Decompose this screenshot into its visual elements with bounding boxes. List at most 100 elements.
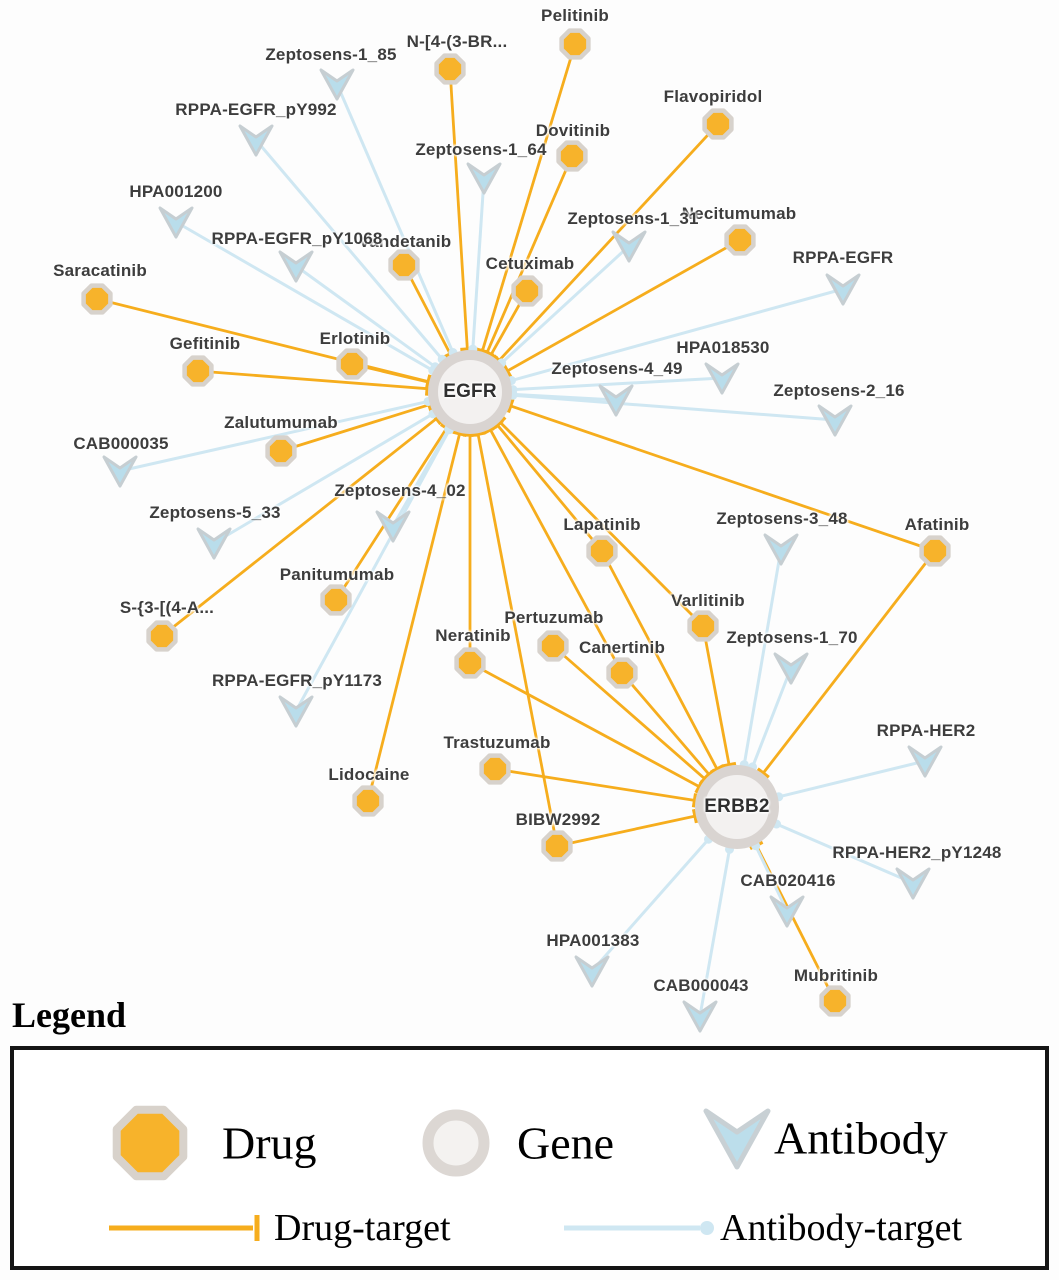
node-zalutumumab[interactable] [265,435,297,467]
antibody-chevron-icon [375,510,411,543]
legend-title: Legend [12,995,127,1035]
node-hpa018530[interactable] [704,362,740,395]
node-cab000043[interactable] [682,1000,718,1033]
node-bibw2992[interactable] [541,830,573,862]
node-hpa001383[interactable] [574,955,610,988]
antibody-target-edge-rppa-egfr-py1173 [294,429,451,712]
node-zeptosens-1-64[interactable] [466,162,502,195]
node-gefitinib[interactable] [182,355,214,387]
node-hpa001200[interactable] [158,206,194,239]
drug-octagon-icon [556,140,588,172]
antibody-target-edge-hpa018530 [512,376,723,392]
node-egfr[interactable] [428,350,512,434]
antibody-chevron-icon [238,124,274,157]
drug-target-edge-n-4-3-br [448,68,469,350]
drug-octagon-icon [479,753,511,785]
drug-target-edge-neratinib [469,661,700,788]
node-flavopiridol[interactable] [702,108,734,140]
drug-octagon-icon [81,283,113,315]
inhibition-tick-icon [698,772,711,786]
node-zeptosens-1-85[interactable] [319,68,355,101]
node-erbb2[interactable] [695,765,779,849]
node-cab020416[interactable] [769,895,805,928]
antibody-chevron-icon [703,1108,771,1170]
drug-target-edge-bibw2992 [556,814,696,848]
node-rppa-egfr[interactable] [825,273,861,306]
node-dovitinib[interactable] [556,140,588,172]
node-rppa-egfr-py992[interactable] [238,124,274,157]
node-rppa-egfr-py1068[interactable] [278,250,314,283]
antibody-target-edge-zeptosens-5-33 [213,412,434,545]
drug-octagon-icon [336,348,368,380]
node-afatinib[interactable] [919,535,951,567]
node-zeptosens-4-02[interactable] [375,510,411,543]
drug-target-edge-lapatinib [496,424,604,552]
node-saracatinib[interactable] [81,283,113,315]
drug-target-edge-canertinib [620,672,711,776]
antibody-chevron-icon [319,68,355,101]
drug-target-edge-zalutumumab [280,403,430,453]
drug-octagon-icon [919,535,951,567]
drug-octagon-icon [352,785,384,817]
node-varlitinib[interactable] [687,610,719,642]
antibody-chevron-icon [817,404,853,437]
drug-octagon-icon [559,28,591,60]
antibody-chevron-icon [158,206,194,239]
node-trastuzumab[interactable] [479,753,511,785]
node-n-4-3-br[interactable] [434,53,466,85]
antibody-target-edge-hpa001200 [175,220,434,372]
node-canertinib[interactable] [606,657,638,689]
node-erlotinib[interactable] [336,348,368,380]
antibody-chevron-icon [895,867,931,900]
node-rppa-her2-py1248[interactable] [895,867,931,900]
node-s-3-4-a[interactable] [146,620,178,652]
node-lidocaine[interactable] [352,785,384,817]
node-cetuximab[interactable] [511,275,543,307]
antibody-target-edge-zeptosens-2-16 [512,393,836,422]
node-zeptosens-4-49[interactable] [598,384,634,417]
drug-target-edge-varlitinib [701,625,731,765]
antibody-target-edge-zeptosens-1-31 [500,244,631,365]
legend-glyphs [109,1105,771,1241]
antibody-chevron-icon [196,527,232,560]
drug-octagon-icon [112,1105,188,1181]
node-lapatinib[interactable] [586,535,618,567]
drug-octagon-icon [265,435,297,467]
node-zeptosens-3-48[interactable] [763,533,799,566]
node-zeptosens-1-70[interactable] [773,652,809,685]
legend-item-drug-target: Drug-target [274,1207,451,1249]
antibody-target-dot-icon [700,1221,714,1235]
node-zeptosens-2-16[interactable] [817,404,853,437]
node-pelitinib[interactable] [559,28,591,60]
node-rppa-her2[interactable] [907,745,943,778]
inhibition-tick-icon [424,374,432,390]
node-neratinib[interactable] [454,647,486,679]
node-zeptosens-5-33[interactable] [196,527,232,560]
antibody-target-edge-rppa-her2-py1248 [775,822,914,885]
gene-circle-icon [695,765,779,849]
inhibition-tick-icon [502,364,513,378]
inhibition-tick-icon [691,793,698,808]
graph-canvas [81,28,951,1033]
node-mubritinib[interactable] [819,985,851,1017]
inhibition-tick-icon [506,398,515,414]
antibody-chevron-icon [102,455,138,488]
drug-octagon-icon [320,584,352,616]
node-vandetanib[interactable] [388,249,420,281]
antibody-chevron-icon [769,895,805,928]
node-rppa-egfr-py1173[interactable] [278,695,314,728]
antibody-chevron-icon [611,230,647,263]
node-zeptosens-1-31[interactable] [611,230,647,263]
node-cab000035[interactable] [102,455,138,488]
antibody-target-edge-cab020416 [754,845,789,912]
node-pertuzumab[interactable] [537,630,569,662]
drug-octagon-icon [511,275,543,307]
node-necitumumab[interactable] [724,224,756,256]
antibody-target-edge-rppa-egfr-py992 [254,139,444,361]
node-panitumumab[interactable] [320,584,352,616]
inhibition-tick-icon [721,761,737,768]
legend-item-drug: Drug [222,1117,317,1169]
drug-target-edge-gefitinib [197,369,428,391]
drug-octagon-icon [182,355,214,387]
